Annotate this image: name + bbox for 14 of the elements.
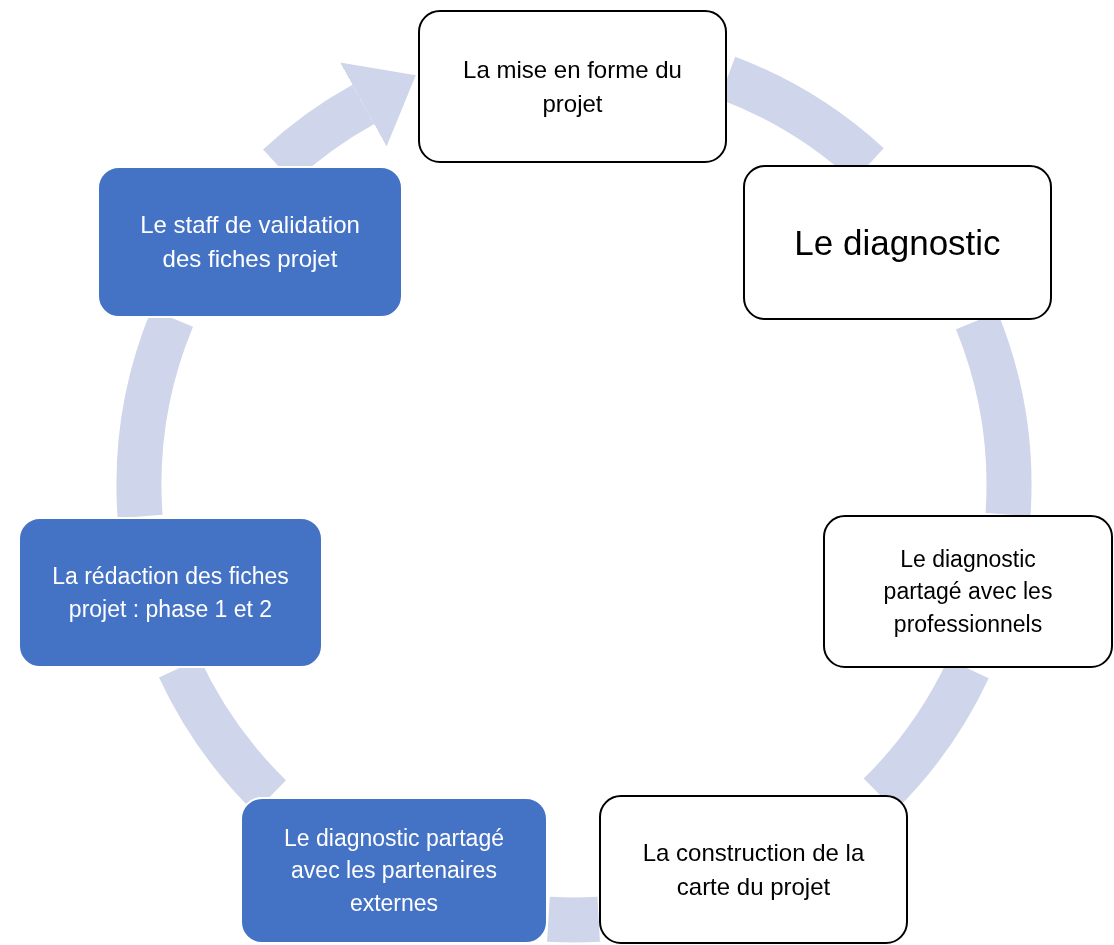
process-box <box>18 517 323 668</box>
step-label: Le diagnostic partagé avec les partenaires externes <box>283 824 505 918</box>
process-box <box>823 515 1113 668</box>
process-box <box>743 165 1052 320</box>
step-label: Le staff de validation des fiches projet <box>139 210 361 274</box>
process-box <box>240 797 548 944</box>
step-label: La mise en forme du projet <box>462 54 683 119</box>
step-label: La rédaction des fiches projet : phase 1 et 2 <box>51 562 290 624</box>
process-box <box>97 166 403 318</box>
step-label: Le diagnostic partagé avec les professionnels <box>882 545 1054 639</box>
process-box <box>599 795 908 944</box>
process-box <box>418 10 727 163</box>
step-label: Le diagnostic <box>794 222 1001 264</box>
step-label: La construction de la carte du projet <box>641 837 866 902</box>
